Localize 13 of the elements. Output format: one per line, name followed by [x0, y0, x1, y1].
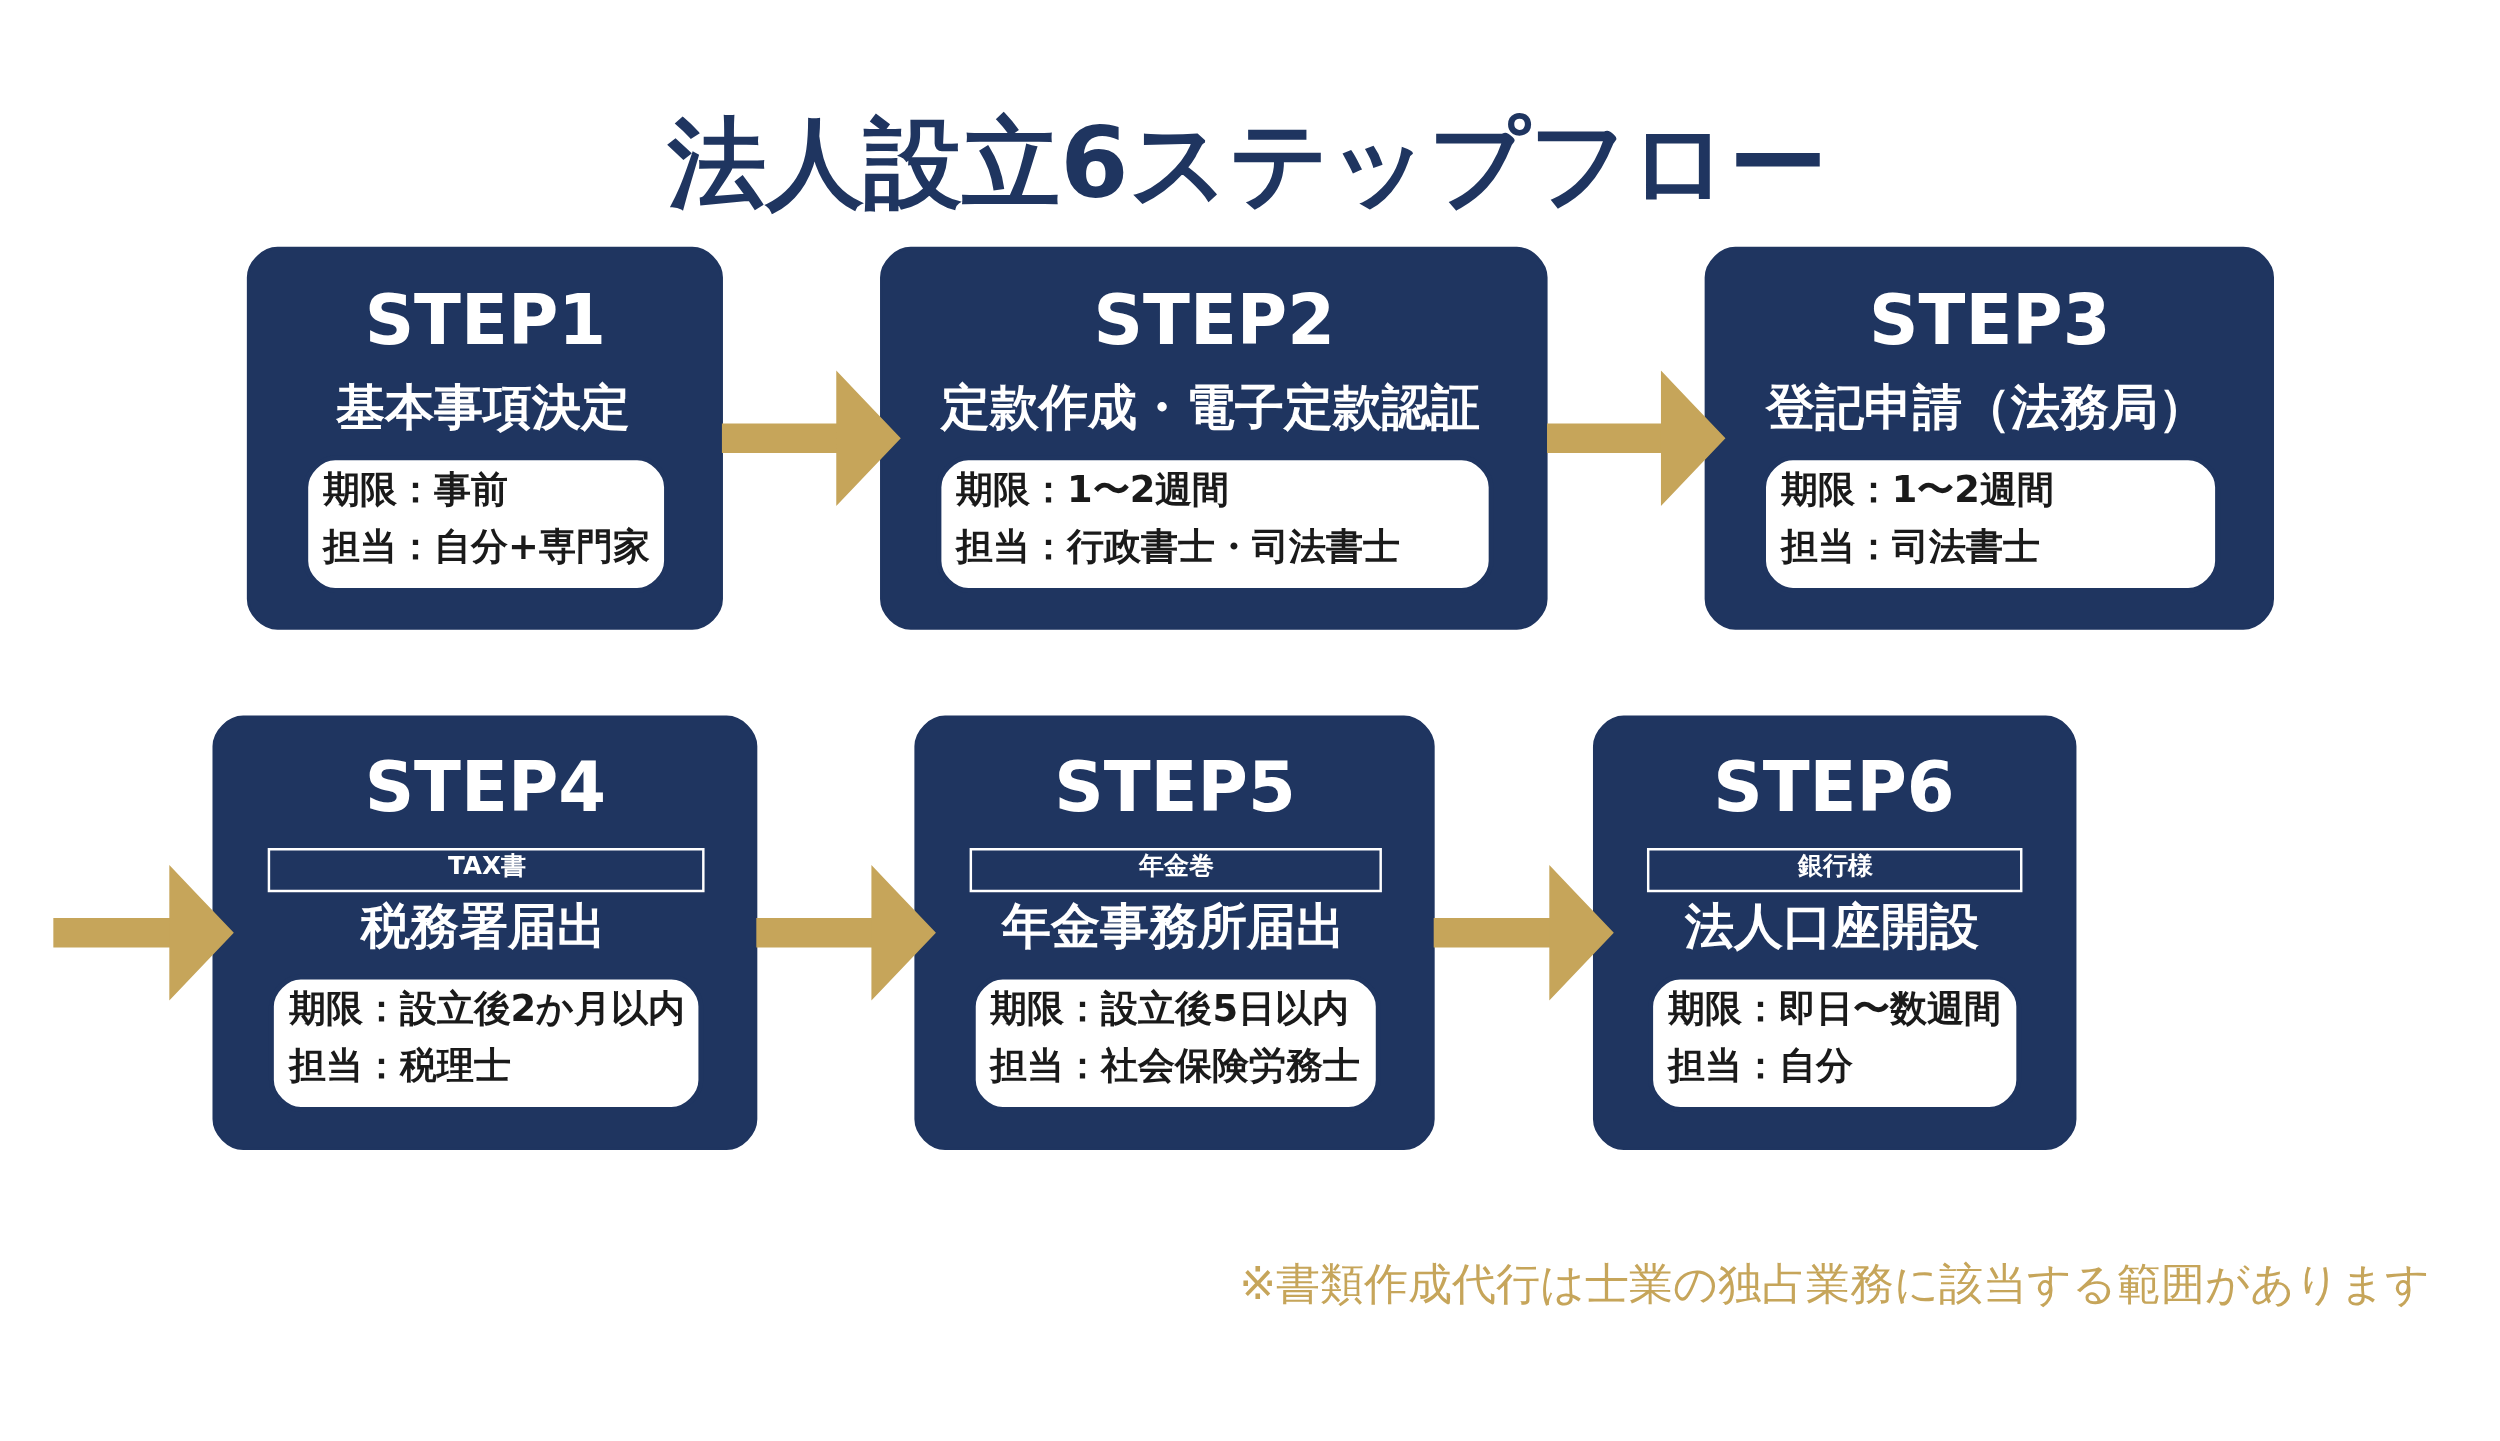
node-box: STEP6 銀行様 法人口座開設 期限：即日〜数週間 担当：自分	[1592, 715, 2077, 1150]
node-box: STEP3 登記申請（法務局） 期限：1〜2週間 担当：司法書士	[1704, 246, 2274, 630]
arrow	[1433, 865, 1614, 1001]
arrow	[1547, 370, 1726, 506]
arrow	[53, 865, 234, 1001]
node-box: STEP2 定款作成・電子定款認証 期限：1〜2週間 担当：行政書士・司法書士	[880, 246, 1548, 630]
node-box: STEP1 基本事項決定 期限：事前 担当：自分+専門家	[246, 246, 723, 630]
caption: ※書類作成代行は士業の独占業務に該当する範囲があります	[1239, 1258, 2431, 1310]
arrow	[721, 370, 901, 506]
arrow	[756, 865, 936, 1001]
diagram-title: 法人設立6ステップフロー	[668, 105, 1827, 220]
node-box: STEP4 TAX書 税務署届出 期限：設立後2か月以内 担当：税理士	[212, 715, 758, 1150]
node-box: STEP5 年金巻 年金事務所届出 期限：設立後5日以内 担当：社会保険労務士	[914, 715, 1435, 1150]
